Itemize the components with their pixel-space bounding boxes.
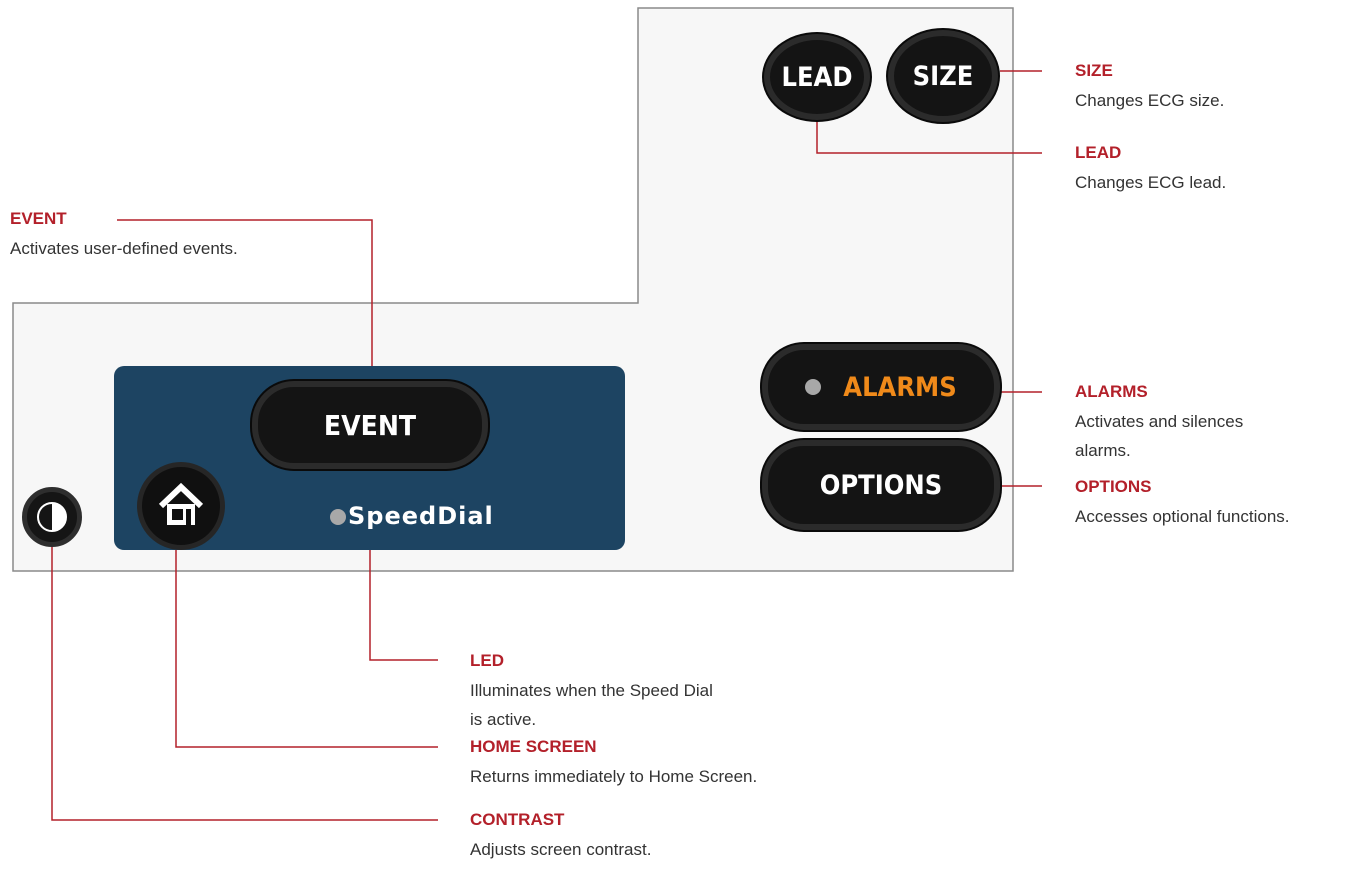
contrast-button[interactable] bbox=[22, 487, 82, 547]
home-callout-desc: Returns immediately to Home Screen. bbox=[470, 767, 758, 786]
speeddial-label: SpeedDial bbox=[348, 502, 494, 530]
size-callout: SIZE Changes ECG size. bbox=[1075, 56, 1224, 115]
event-button[interactable]: EVENT bbox=[252, 381, 488, 469]
contrast-leader-line bbox=[51, 547, 438, 821]
lead-callout: LEAD Changes ECG lead. bbox=[1075, 138, 1226, 197]
contrast-callout-desc: Adjusts screen contrast. bbox=[470, 840, 652, 859]
lead-callout-title: LEAD bbox=[1075, 143, 1122, 162]
alarms-button[interactable]: ALARMS bbox=[762, 344, 1000, 430]
alarms-led-icon bbox=[805, 379, 822, 395]
options-callout-desc: Accesses optional functions. bbox=[1075, 507, 1290, 526]
alarms-callout-desc-2: alarms. bbox=[1075, 441, 1131, 460]
led-callout-desc-2: is active. bbox=[470, 710, 537, 729]
event-callout: EVENT Activates user-defined events. bbox=[10, 204, 238, 263]
size-button[interactable]: SIZE bbox=[888, 30, 998, 122]
home-callout: HOME SCREEN Returns immediately to Home … bbox=[470, 732, 757, 791]
alarms-label: ALARMS bbox=[843, 371, 957, 403]
home-icon bbox=[158, 482, 204, 525]
alarms-callout-desc-1: Activates and silences bbox=[1075, 412, 1244, 431]
contrast-callout: CONTRAST Adjusts screen contrast. bbox=[470, 805, 651, 864]
event-callout-title: EVENT bbox=[10, 209, 67, 228]
speeddial-led-icon bbox=[330, 509, 346, 525]
home-button[interactable] bbox=[137, 462, 225, 550]
led-leader-line bbox=[369, 518, 438, 661]
options-callout: OPTIONS Accesses optional functions. bbox=[1075, 472, 1290, 531]
home-leader-line bbox=[175, 512, 438, 748]
contrast-callout-title: CONTRAST bbox=[470, 810, 565, 829]
led-callout-title: LED bbox=[470, 651, 504, 670]
home-callout-title: HOME SCREEN bbox=[470, 737, 597, 756]
event-callout-desc: Activates user-defined events. bbox=[10, 239, 238, 258]
alarms-callout-title: ALARMS bbox=[1075, 382, 1148, 401]
size-callout-title: SIZE bbox=[1075, 61, 1113, 80]
alarms-callout: ALARMS Activates and silences alarms. bbox=[1075, 377, 1243, 465]
lead-leader-line bbox=[816, 118, 1042, 154]
options-button[interactable]: OPTIONS bbox=[762, 440, 1000, 530]
lead-button[interactable]: LEAD bbox=[764, 34, 870, 120]
lead-callout-desc: Changes ECG lead. bbox=[1075, 173, 1227, 192]
contrast-icon bbox=[37, 502, 67, 532]
event-leader-line bbox=[117, 219, 373, 398]
led-callout: LED Illuminates when the Speed Dial is a… bbox=[470, 646, 713, 734]
options-callout-title: OPTIONS bbox=[1075, 477, 1152, 496]
led-callout-desc-1: Illuminates when the Speed Dial bbox=[470, 681, 713, 700]
size-callout-desc: Changes ECG size. bbox=[1075, 91, 1225, 110]
